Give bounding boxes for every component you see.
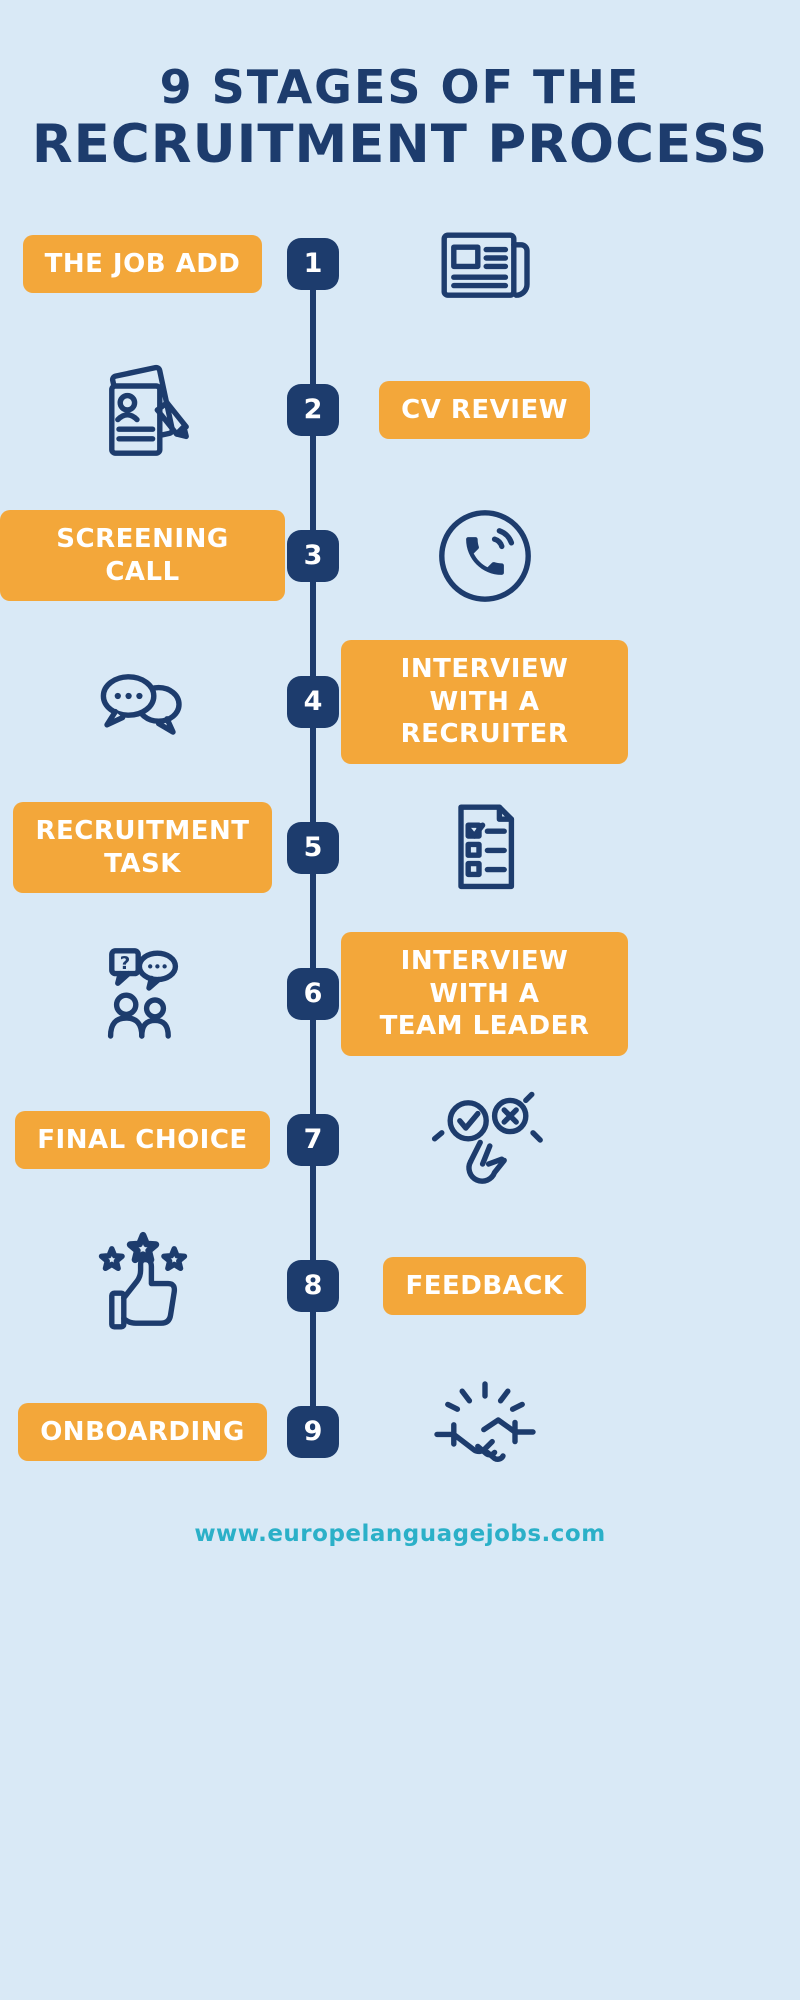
- stage-label: INTERVIEW WITH A TEAM LEADER: [341, 932, 628, 1056]
- stage-label: THE JOB ADD: [22, 234, 263, 294]
- thumbs-up-stars-icon: [83, 1226, 203, 1346]
- stage-number-badge: 1: [287, 237, 339, 290]
- stage-label: FEEDBACK: [383, 1256, 586, 1316]
- stage-row-3: SCREENING CALL 3: [0, 483, 800, 629]
- stage-row-9: ONBOARDING 9: [0, 1359, 800, 1505]
- svg-text:?: ?: [119, 953, 129, 974]
- stage-row-8: 8 FEEDBACK: [0, 1213, 800, 1359]
- website-url: www.europelanguagejobs.com: [194, 1520, 606, 1547]
- stage-number-badge: 5: [287, 821, 339, 874]
- stage-number-badge: 6: [287, 967, 339, 1020]
- checklist-icon: [425, 788, 545, 908]
- newspaper-icon: [425, 204, 545, 324]
- stage-number-badge: 7: [287, 1113, 339, 1166]
- stage-label: CV REVIEW: [379, 380, 590, 440]
- chat-bubbles-icon: [83, 642, 203, 762]
- phone-call-icon: [425, 496, 545, 616]
- stage-number-badge: 3: [287, 529, 339, 582]
- stage-number-badge: 8: [287, 1259, 339, 1312]
- stage-number-badge: 4: [287, 675, 339, 728]
- stage-number-badge: 2: [287, 383, 339, 436]
- handshake-icon: [425, 1372, 545, 1492]
- timeline: THE JOB ADD 1: [0, 191, 800, 1505]
- stage-label: SCREENING CALL: [0, 510, 285, 602]
- stage-label: ONBOARDING: [18, 1402, 267, 1462]
- stage-label: FINAL CHOICE: [15, 1110, 270, 1170]
- people-discussion-icon: ?: [83, 934, 203, 1054]
- stage-row-6: ? 6 INTERVIEW WITH: [0, 921, 800, 1067]
- stage-label: RECRUITMENT TASK: [13, 802, 272, 894]
- stage-row-5: RECRUITMENT TASK 5: [0, 775, 800, 921]
- stage-label: INTERVIEW WITH A RECRUITER: [341, 640, 628, 764]
- title-line-1: 9 STAGES OF THE: [159, 60, 641, 114]
- cv-documents-icon: [83, 350, 203, 470]
- title-line-2: RECRUITMENT PROCESS: [31, 114, 769, 176]
- stage-number-badge: 9: [287, 1405, 339, 1458]
- stage-row-2: 2 CV REVIEW: [0, 337, 800, 483]
- stage-row-1: THE JOB ADD 1: [0, 191, 800, 337]
- stage-row-7: FINAL CHOICE 7: [0, 1067, 800, 1213]
- stage-row-4: 4 INTERVIEW WITH A RECRUITER: [0, 629, 800, 775]
- page-title: 9 STAGES OF THE RECRUITMENT PROCESS: [0, 0, 800, 177]
- approve-reject-icon: [425, 1080, 545, 1200]
